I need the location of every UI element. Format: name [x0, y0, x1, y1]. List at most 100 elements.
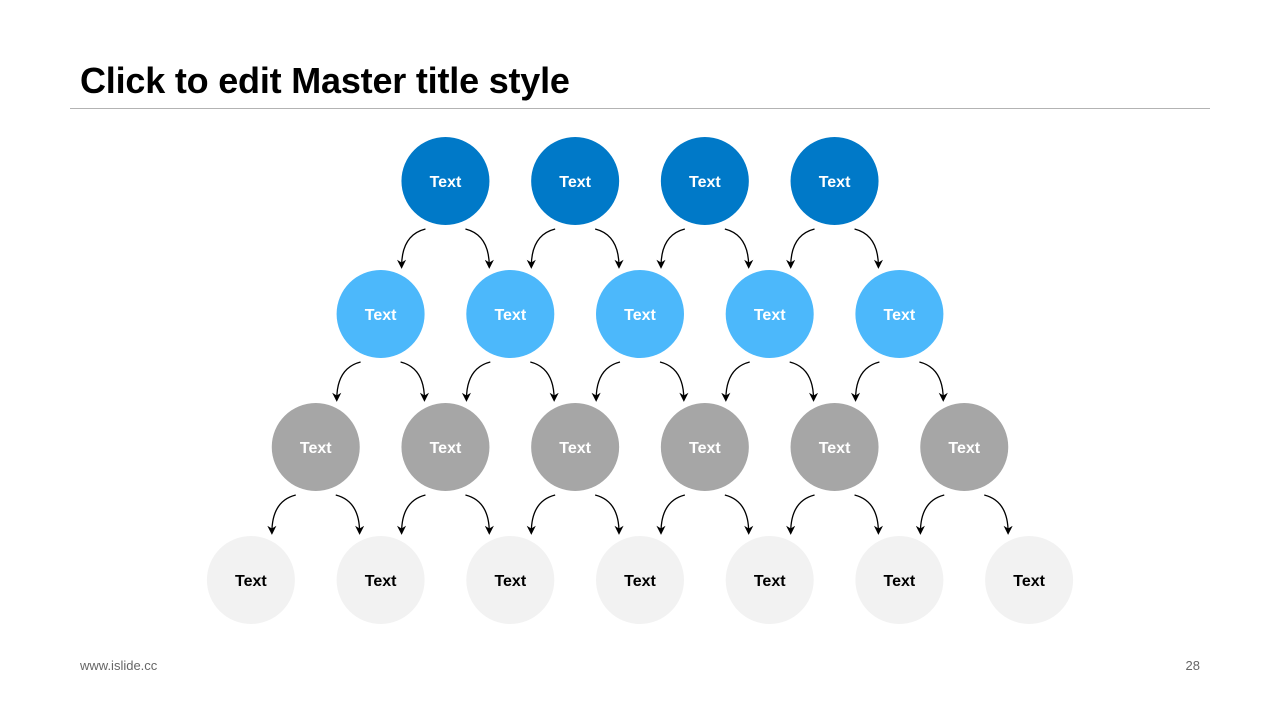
node-r1-2[interactable]: Text: [531, 137, 620, 225]
node-label: Text: [559, 174, 591, 191]
page-number: 28: [1185, 658, 1200, 673]
node-r3-4[interactable]: Text: [660, 403, 749, 491]
node-label: Text: [689, 440, 721, 457]
node-circle[interactable]: [271, 403, 360, 491]
node-label: Text: [235, 573, 267, 590]
node-r3-1[interactable]: Text: [271, 403, 360, 491]
arrow-r3-n6-right: [984, 494, 1013, 535]
node-label: Text: [819, 174, 851, 191]
node-circle[interactable]: [920, 403, 1009, 491]
arrow-r3-n5-right: [854, 494, 883, 535]
node-r4-2[interactable]: Text: [336, 536, 425, 624]
arrow-r2-n1-right: [400, 361, 430, 402]
node-circle[interactable]: [596, 270, 684, 358]
node-circle[interactable]: [855, 536, 944, 624]
arrow-r2-n2-right: [530, 361, 559, 402]
title-divider: [70, 108, 1210, 109]
node-r4-1[interactable]: Text: [206, 536, 295, 624]
node-label: Text: [365, 307, 397, 324]
arrow-r2-n4-right: [789, 361, 819, 402]
node-label: Text: [365, 573, 397, 590]
arrow-r3-n1-left: [267, 494, 296, 535]
node-label: Text: [884, 307, 916, 324]
arrow-r3-n6-left: [915, 494, 945, 535]
node-label: Text: [430, 440, 462, 457]
node-label: Text: [494, 307, 526, 324]
node-label: Text: [624, 307, 656, 324]
arrow-r1-n1-right: [465, 228, 494, 269]
arrow-r1-n3-right: [724, 228, 754, 269]
node-circle[interactable]: [790, 403, 879, 491]
footer-url[interactable]: www.islide.cc: [80, 658, 158, 673]
node-circle[interactable]: [531, 403, 620, 491]
arrow-r3-n3-right: [594, 494, 624, 535]
node-circle[interactable]: [725, 536, 814, 624]
arrow-r1-n2-right: [594, 228, 624, 269]
node-r4-6[interactable]: Text: [855, 536, 944, 624]
node-label: Text: [689, 174, 721, 191]
node-r2-4[interactable]: Text: [725, 270, 814, 358]
node-circle[interactable]: [660, 137, 749, 225]
arrow-r1-n2-left: [526, 228, 556, 269]
arrow-r1-n4-left: [786, 228, 815, 269]
arrow-r2-n4-left: [721, 361, 750, 402]
node-r2-2[interactable]: Text: [466, 270, 555, 358]
node-circle[interactable]: [401, 403, 490, 491]
node-r4-3[interactable]: Text: [466, 536, 555, 624]
node-r3-2[interactable]: Text: [401, 403, 490, 491]
slide-title[interactable]: Click to edit Master title style: [80, 60, 570, 101]
node-circle[interactable]: [336, 270, 425, 358]
node-label: Text: [494, 573, 526, 590]
node-r4-4[interactable]: Text: [596, 536, 684, 624]
node-label: Text: [819, 440, 851, 457]
node-r3-6[interactable]: Text: [920, 403, 1009, 491]
node-r1-1[interactable]: Text: [401, 137, 490, 225]
node-r4-5[interactable]: Text: [725, 536, 814, 624]
arrow-r3-n2-right: [465, 494, 494, 535]
node-label: Text: [624, 573, 656, 590]
node-r1-4[interactable]: Text: [790, 137, 879, 225]
arrow-r3-n3-left: [526, 494, 556, 535]
arrow-r1-n4-right: [854, 228, 883, 269]
node-circle[interactable]: [855, 270, 944, 358]
node-circle[interactable]: [531, 137, 620, 225]
node-circle[interactable]: [596, 536, 684, 624]
node-circle[interactable]: [206, 536, 295, 624]
arrow-r3-n4-right: [724, 494, 754, 535]
arrow-r3-n1-right: [335, 494, 365, 535]
node-r2-1[interactable]: Text: [336, 270, 425, 358]
node-label: Text: [1013, 573, 1045, 590]
connector-arrows: [267, 228, 1013, 535]
arrow-r3-n5-left: [786, 494, 815, 535]
node-circle[interactable]: [660, 403, 749, 491]
node-circle[interactable]: [725, 270, 814, 358]
node-label: Text: [884, 573, 916, 590]
node-r4-7[interactable]: Text: [985, 536, 1074, 624]
node-circle[interactable]: [466, 270, 555, 358]
node-r3-5[interactable]: Text: [790, 403, 879, 491]
node-circle[interactable]: [985, 536, 1074, 624]
node-r1-3[interactable]: Text: [660, 137, 749, 225]
node-label: Text: [430, 174, 462, 191]
arrow-r1-n3-left: [656, 228, 686, 269]
arrow-r2-n2-left: [461, 361, 491, 402]
node-circle[interactable]: [401, 137, 490, 225]
node-label: Text: [948, 440, 980, 457]
node-label: Text: [754, 307, 786, 324]
node-circle[interactable]: [466, 536, 555, 624]
node-circle[interactable]: [790, 137, 879, 225]
node-circle[interactable]: [336, 536, 425, 624]
arrow-r3-n2-left: [397, 494, 426, 535]
node-r2-3[interactable]: Text: [596, 270, 684, 358]
node-label: Text: [559, 440, 591, 457]
node-r2-5[interactable]: Text: [855, 270, 944, 358]
node-label: Text: [754, 573, 786, 590]
arrow-r2-n1-left: [332, 361, 361, 402]
node-r3-3[interactable]: Text: [531, 403, 620, 491]
arrow-r2-n5-right: [919, 361, 948, 402]
arrow-r2-n5-left: [850, 361, 880, 402]
arrow-r3-n4-left: [656, 494, 686, 535]
arrow-r1-n1-left: [397, 228, 426, 269]
